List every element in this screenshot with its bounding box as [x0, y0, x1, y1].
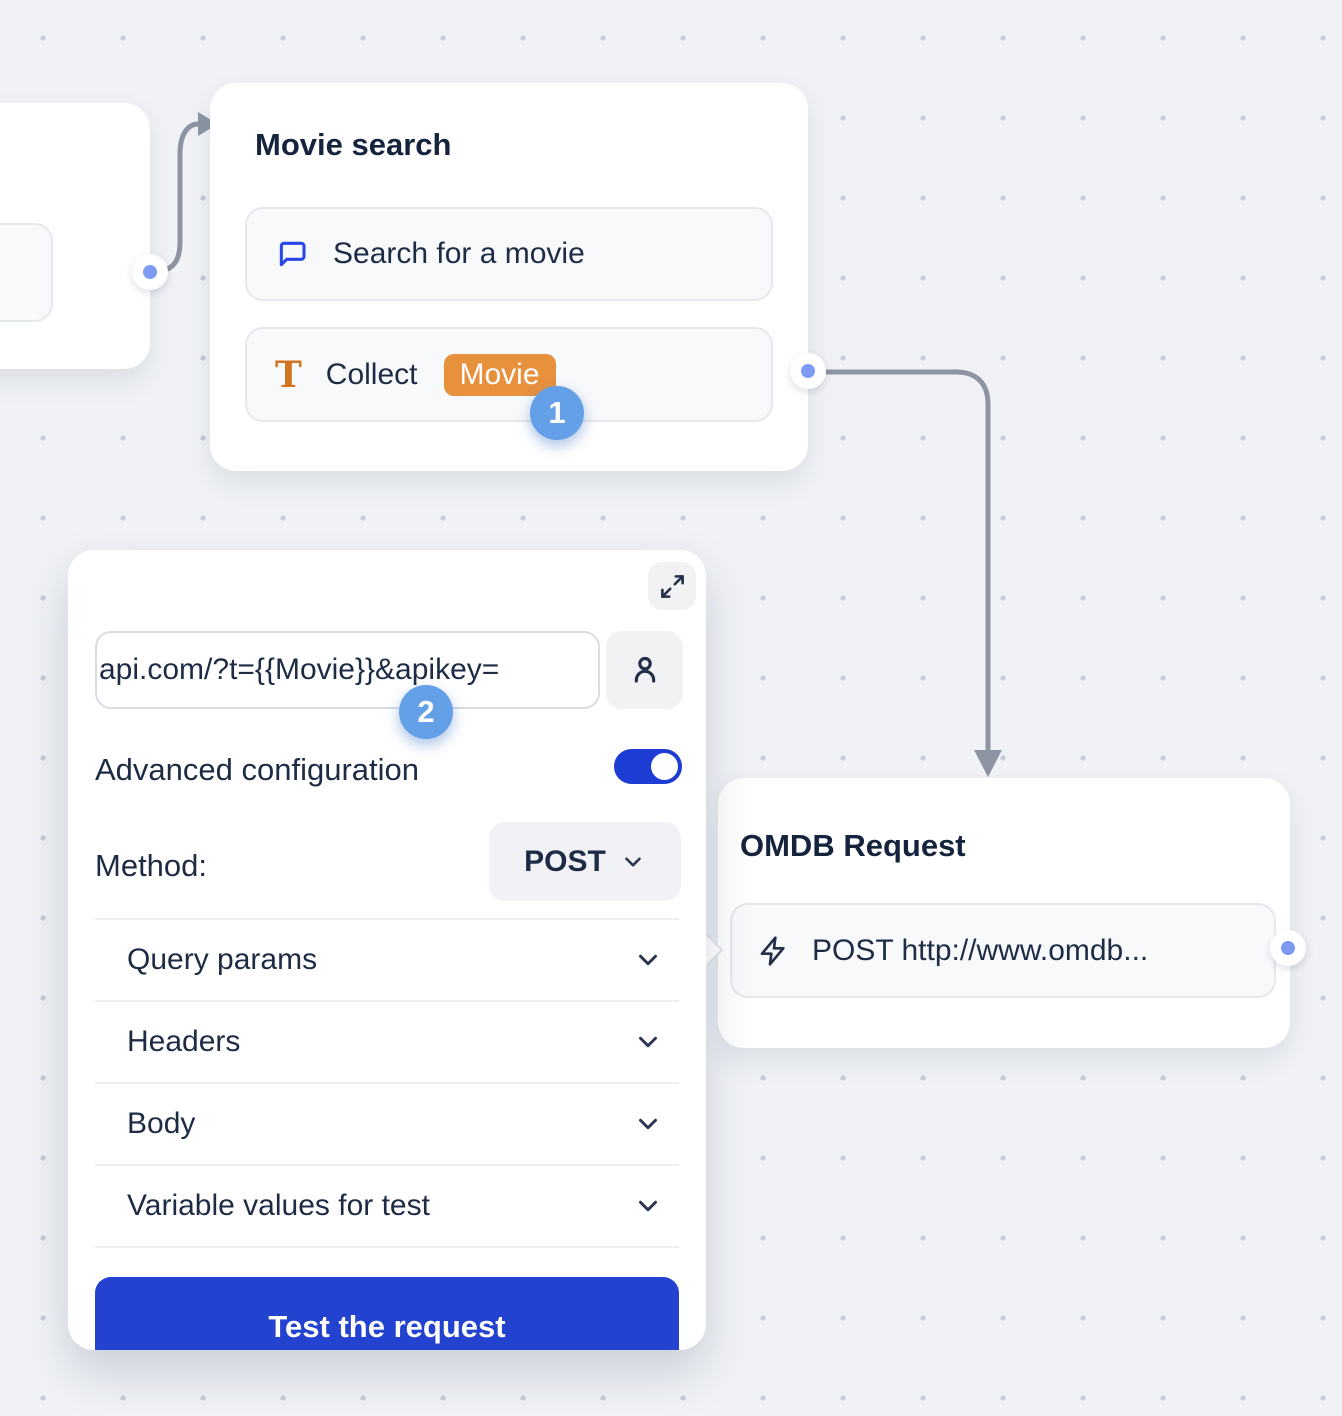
- url-value: api.com/?t={{Movie}}&apikey=: [99, 653, 500, 686]
- connector-movie-to-omdb: [824, 369, 991, 755]
- chevron-down-icon: [639, 1200, 657, 1212]
- variables-button[interactable]: [606, 631, 683, 709]
- url-input[interactable]: api.com/?t={{Movie}}&apikey=: [95, 631, 600, 709]
- collect-input-row[interactable]: T Collect Movie: [245, 327, 773, 422]
- send-message-label: Search for a movie: [333, 237, 585, 270]
- section-headers[interactable]: Headers: [95, 1000, 679, 1082]
- output-port-omdb[interactable]: [1270, 930, 1306, 966]
- omdb-request-node[interactable]: OMDB Request POST http://www.omdb...: [718, 778, 1290, 1048]
- advanced-configuration-toggle[interactable]: [614, 749, 682, 784]
- variable-chip-movie[interactable]: Movie: [443, 353, 556, 396]
- section-label: Body: [127, 1107, 196, 1140]
- section-label: Variable values for test: [127, 1189, 430, 1222]
- text-collect-icon: T: [275, 353, 302, 396]
- movie-search-node[interactable]: Movie search Search for a movie T Collec…: [210, 83, 808, 471]
- person-icon: [634, 656, 655, 683]
- node-title: OMDB Request: [740, 828, 966, 863]
- chevron-down-icon: [639, 1118, 657, 1130]
- step-1-badge: 1: [530, 386, 584, 440]
- collect-label: Collect: [325, 357, 418, 391]
- section-query-params[interactable]: Query params: [95, 918, 679, 1000]
- previous-node-card[interactable]: [0, 103, 150, 369]
- expand-button[interactable]: [648, 562, 696, 610]
- section-variable-values[interactable]: Variable values for test: [95, 1164, 679, 1246]
- method-value: POST: [524, 844, 606, 878]
- node-title: Movie search: [255, 127, 452, 162]
- chevron-down-icon: [625, 856, 641, 867]
- connector-arrowhead-right: [198, 112, 218, 136]
- advanced-configuration-label: Advanced configuration: [95, 752, 420, 787]
- request-summary-label: POST http://www.omdb...: [812, 933, 1149, 967]
- chevron-down-icon: [639, 1036, 657, 1048]
- method-label: Method:: [95, 848, 208, 883]
- webhook-request-row[interactable]: POST http://www.omdb...: [730, 903, 1276, 998]
- step-2-badge: 2: [399, 685, 453, 739]
- send-message-row[interactable]: Search for a movie: [245, 207, 773, 301]
- method-dropdown[interactable]: POST: [489, 822, 681, 901]
- chat-bubble-icon: [279, 241, 306, 267]
- connector-left-to-movie: [149, 121, 201, 275]
- output-port-movie-search[interactable]: [790, 353, 826, 389]
- output-port-previous-node[interactable]: [132, 254, 168, 290]
- section-label: Query params: [127, 943, 318, 976]
- section-body[interactable]: Body: [95, 1082, 679, 1164]
- expand-icon: [660, 574, 684, 598]
- previous-node-row[interactable]: [0, 223, 53, 322]
- connector-arrowhead-down: [974, 750, 1002, 777]
- chevron-down-icon: [639, 954, 657, 966]
- section-label: Headers: [127, 1025, 241, 1058]
- lightning-icon: [760, 935, 785, 966]
- test-request-button[interactable]: Test the request: [95, 1277, 679, 1350]
- collapsible-sections: Query params Headers Body Variable value…: [95, 918, 679, 1248]
- webhook-config-panel[interactable]: api.com/?t={{Movie}}&apikey= Advanced co…: [68, 550, 706, 1350]
